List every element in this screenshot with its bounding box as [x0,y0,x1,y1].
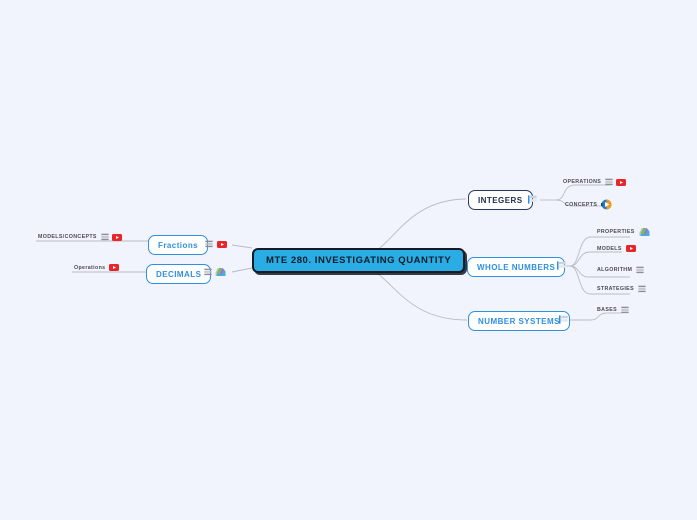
leaf-operations-left[interactable]: Operations [74,264,120,271]
leaf-bases-label: BASES [597,307,617,313]
leaf-concepts[interactable]: CONCEPTS [565,199,612,210]
branch-decimals-icons [204,267,226,277]
list-icon[interactable] [636,266,644,274]
leaf-properties[interactable]: PROPERTIES [597,227,650,237]
notes-icon[interactable] [557,261,566,270]
leaf-operations-right-icons [605,178,627,186]
branch-node-number-systems-label: NUMBER SYSTEMS [478,316,560,326]
leaf-operations-left-icons [109,264,120,271]
leaf-concepts-label: CONCEPTS [565,201,598,208]
media-player-icon[interactable] [601,199,612,210]
youtube-icon[interactable] [616,178,627,186]
root-node[interactable]: MTE 280. INVESTIGATING QUANTITY [252,248,466,273]
notes-icon[interactable] [559,315,568,324]
leaf-algorithm-label: ALGORITHM [597,267,633,273]
leaf-strategies-icons [638,285,646,293]
branch-node-integers[interactable]: INTEGERS [468,190,533,210]
list-icon[interactable] [204,268,212,276]
youtube-icon[interactable] [217,240,227,248]
branch-node-fractions[interactable]: Fractions [148,235,209,255]
branch-node-decimals[interactable]: DECIMALS [146,264,212,284]
image-gallery-icon[interactable] [638,227,650,237]
root-node-label: MTE 280. INVESTIGATING QUANTITY [266,255,452,266]
list-icon[interactable] [205,240,213,248]
list-icon[interactable] [605,178,613,186]
leaf-models-concepts[interactable]: MODELS/CONCEPTS [38,233,122,241]
youtube-icon[interactable] [109,264,120,271]
leaf-models-concepts-icons [101,233,122,241]
list-icon[interactable] [638,285,646,293]
list-icon[interactable] [101,233,109,241]
leaf-strategies-label: STRATEGIES [597,286,634,292]
branch-node-number-systems[interactable]: NUMBER SYSTEMS [468,311,570,331]
branch-node-whole-numbers-label: WHOLE NUMBERS [477,262,556,272]
youtube-icon[interactable] [625,245,636,252]
leaf-operations-left-label: Operations [74,264,106,271]
leaf-bases[interactable]: BASES [597,306,629,314]
branch-fractions-icons [205,240,227,248]
branch-node-decimals-label: DECIMALS [156,269,202,279]
branch-node-fractions-label: Fractions [158,240,199,250]
leaf-models[interactable]: MODELS [597,245,636,252]
leaf-operations-right[interactable]: OPERATIONS [563,178,627,186]
leaf-models-icons [625,245,636,252]
branch-node-whole-numbers[interactable]: WHOLE NUMBERS [467,257,566,277]
list-icon[interactable] [621,306,629,314]
leaf-models-label: MODELS [597,245,622,252]
leaf-bases-icons [621,306,629,314]
youtube-icon[interactable] [111,233,122,241]
leaf-properties-label: PROPERTIES [597,229,635,235]
leaf-algorithm[interactable]: ALGORITHM [597,266,644,274]
leaf-properties-icons [638,227,650,237]
leaf-concepts-icons [601,199,612,210]
leaf-algorithm-icons [636,266,644,274]
notes-icon[interactable] [528,195,537,204]
image-gallery-icon[interactable] [215,267,226,277]
leaf-operations-right-label: OPERATIONS [563,179,602,185]
leaf-strategies[interactable]: STRATEGIES [597,285,646,293]
branch-node-integers-label: INTEGERS [478,195,523,205]
leaf-models-concepts-label: MODELS/CONCEPTS [38,234,97,240]
